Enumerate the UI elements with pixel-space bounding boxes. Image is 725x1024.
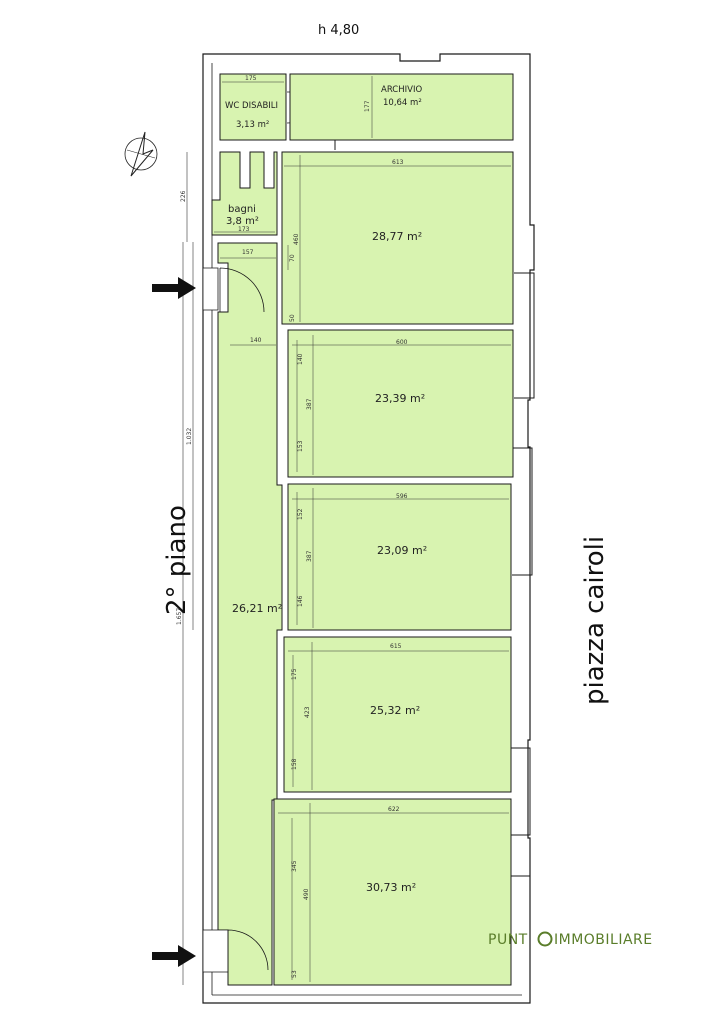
entrance-door-bottom (202, 929, 229, 973)
logo-mark-icon (537, 931, 553, 947)
wc-area: 3,13 m² (236, 120, 269, 130)
room-1-area: 28,77 m² (372, 230, 422, 243)
room-5-dim-b: 53 (291, 970, 298, 978)
bagni-width-dim: 173 (238, 226, 250, 233)
entrance-door-top (202, 267, 219, 311)
room-2-area: 23,39 m² (375, 392, 425, 405)
logo-text-b: IMMOBILIARE (554, 932, 653, 948)
room-2-dim-a: 140 (297, 353, 304, 365)
bagni-name: bagni (228, 204, 256, 215)
entrance-door-bottom-swing (227, 929, 269, 972)
room-5: 622 345 490 53 30,73 m² (273, 798, 512, 986)
logo-text-a: PUNT (488, 932, 528, 948)
room-2-width-dim: 600 (396, 339, 408, 346)
archivio-area: 10,64 m² (383, 98, 422, 108)
entrance-arrow-top-icon (152, 277, 196, 299)
entrance-door-top-swing (219, 267, 265, 313)
room-5-height-dim: 490 (303, 888, 310, 900)
balcony-4 (510, 875, 531, 1002)
compass-icon (124, 131, 158, 177)
outer-dim-long: 1.032 (186, 428, 193, 445)
room-2-height-dim: 387 (306, 398, 313, 410)
room-1-dim-a: 70 (289, 254, 296, 262)
room-4-dim-b: 158 (291, 758, 298, 770)
room-1-height-dim: 460 (293, 233, 300, 245)
room-3-width-dim: 596 (396, 493, 408, 500)
wc-width-dim: 175 (245, 75, 257, 82)
corridor-width-dim-1: 157 (242, 249, 254, 256)
room-corridor: 157 140 26,21 m² (217, 242, 283, 986)
room-3-dim-b: 146 (297, 595, 304, 607)
street-label: piazza cairoli (580, 536, 610, 705)
outer-dim-top: 226 (180, 190, 187, 202)
room-1: 613 460 70 50 28,77 m² (281, 151, 514, 325)
room-4-dim-a: 175 (291, 668, 298, 680)
corridor-width-dim-2: 140 (250, 337, 262, 344)
room-2: 600 140 387 153 23,39 m² (287, 329, 514, 478)
bagni-area: 3,8 m² (226, 216, 259, 227)
wc-name: WC DISABILI (225, 101, 278, 111)
entrance-arrow-bottom-icon (152, 945, 196, 967)
balcony-1 (514, 272, 535, 399)
logo: PUNT IMMOBILIARE (488, 931, 653, 948)
balcony-2 (512, 447, 533, 576)
outer-wall (202, 53, 535, 1004)
balcony-3 (510, 747, 531, 836)
room-wc-disabili: 175 WC DISABILI 3,13 m² (219, 73, 287, 141)
height-label: h 4,80 (318, 23, 359, 38)
room-4-area: 25,32 m² (370, 704, 420, 717)
room-5-width-dim: 622 (388, 806, 400, 813)
room-5-area: 30,73 m² (366, 881, 416, 894)
room-4-height-dim: 423 (304, 706, 311, 718)
room-archivio: 177 ARCHIVIO 10,64 m² (289, 73, 514, 141)
outer-dim-total: 1.657 (176, 608, 183, 625)
room-1-dim-b: 50 (289, 314, 296, 322)
room-2-dim-b: 153 (297, 440, 304, 452)
room-1-width-dim: 613 (392, 159, 404, 166)
room-4-width-dim: 615 (390, 643, 402, 650)
room-bagni: bagni 3,8 m² 173 (211, 151, 278, 236)
floor-label: 2° piano (162, 505, 192, 615)
room-5-dim-a: 345 (291, 860, 298, 872)
archivio-height-dim: 177 (364, 100, 371, 112)
room-3-height-dim: 387 (306, 550, 313, 562)
archivio-name: ARCHIVIO (381, 85, 422, 95)
corridor-area: 26,21 m² (232, 602, 282, 615)
room-4: 615 175 423 158 25,32 m² (283, 636, 512, 793)
room-3: 596 152 387 146 23,09 m² (287, 483, 512, 631)
room-3-area: 23,09 m² (377, 544, 427, 557)
room-3-dim-a: 152 (297, 508, 304, 520)
